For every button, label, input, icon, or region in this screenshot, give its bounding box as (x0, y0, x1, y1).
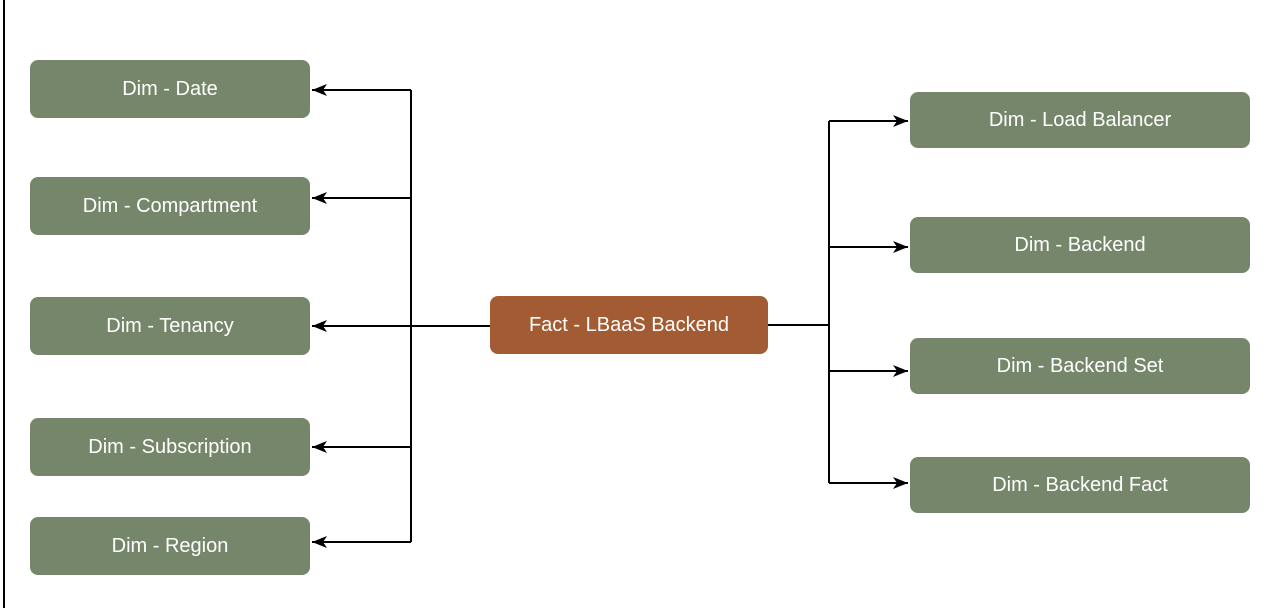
dim-node-backend-set: Dim - Backend Set (910, 338, 1250, 394)
dim-node-compartment: Dim - Compartment (30, 177, 310, 235)
node-label: Dim - Tenancy (106, 315, 234, 337)
node-label: Dim - Load Balancer (988, 109, 1172, 131)
node-label: Dim - Date (122, 78, 218, 100)
node-label: Dim - Compartment (82, 195, 258, 217)
node-label: Dim - Backend (1014, 234, 1146, 256)
dim-node-tenancy: Dim - Tenancy (30, 297, 310, 355)
dim-node-backend: Dim - Backend (910, 217, 1250, 273)
node-label: Dim - Region (111, 535, 229, 557)
node-label: Dim - Backend Set (996, 355, 1164, 377)
node-label: Dim - Backend Fact (992, 474, 1168, 496)
node-label: Fact - LBaaS Backend (528, 314, 730, 336)
node-label: Dim - Subscription (88, 436, 252, 458)
dim-node-region: Dim - Region (30, 517, 310, 575)
dim-node-backend-fact: Dim - Backend Fact (910, 457, 1250, 513)
fact-node-lbaas-backend: Fact - LBaaS Backend (490, 296, 768, 354)
dim-node-subscription: Dim - Subscription (30, 418, 310, 476)
dim-node-load-balancer: Dim - Load Balancer (910, 92, 1250, 148)
dim-node-date: Dim - Date (30, 60, 310, 118)
